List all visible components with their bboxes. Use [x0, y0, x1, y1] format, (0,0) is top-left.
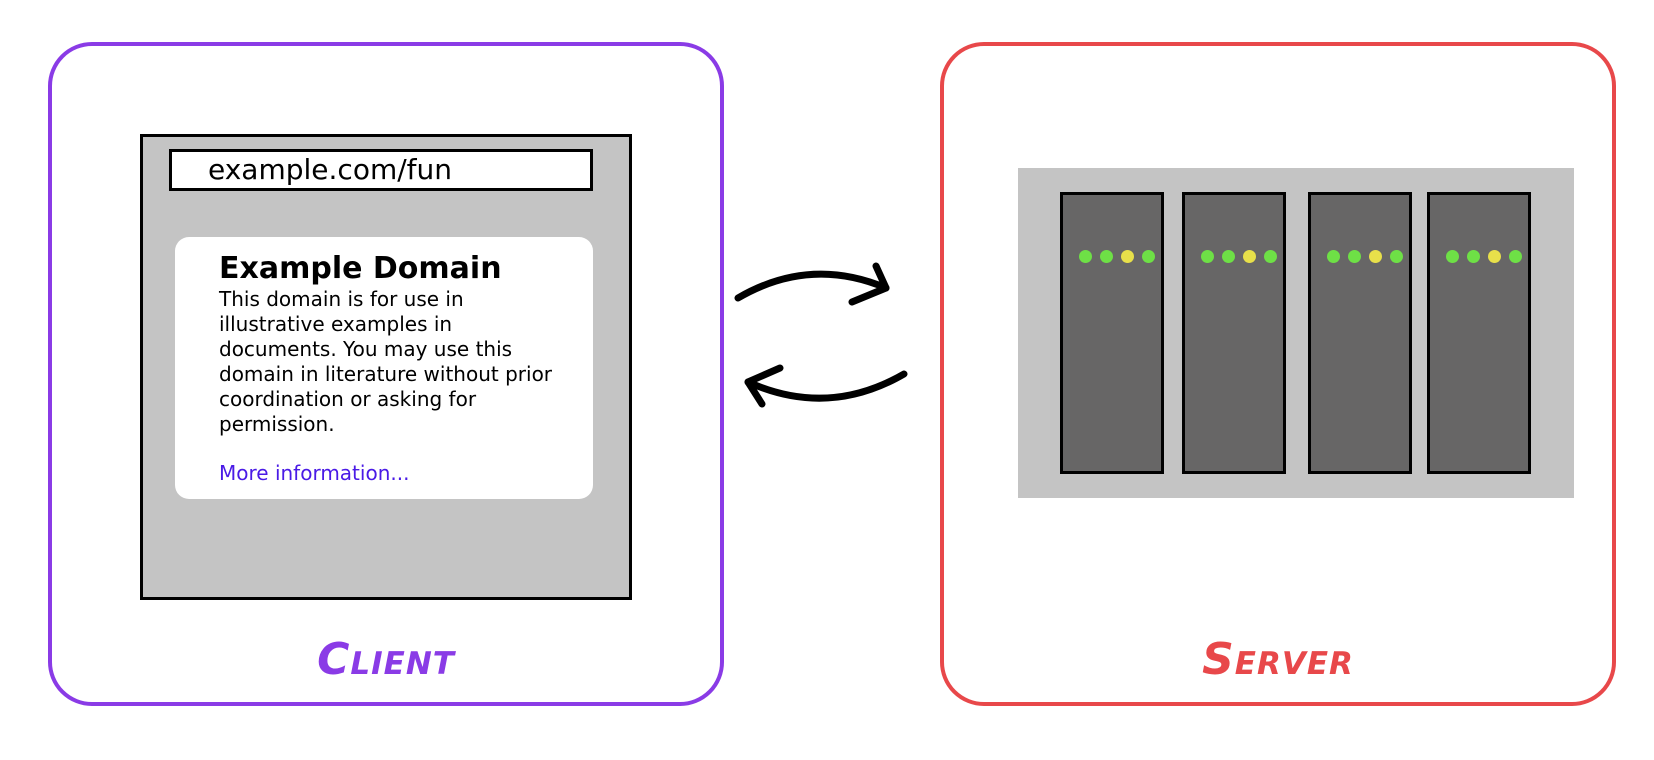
- client-label: Client: [317, 634, 455, 685]
- green-status-light-icon: [1201, 250, 1214, 263]
- server-unit: [1060, 192, 1164, 474]
- more-information-link[interactable]: More information...: [219, 461, 410, 485]
- web-page-card: Example Domain This domain is for use in…: [175, 237, 593, 499]
- client-panel: example.com/fun Example Domain This doma…: [48, 42, 724, 706]
- server-rack: [1018, 168, 1574, 498]
- request-arrow-icon: [734, 262, 890, 306]
- green-status-light-icon: [1390, 250, 1403, 263]
- server-unit: [1308, 192, 1412, 474]
- green-status-light-icon: [1264, 250, 1277, 263]
- browser-window: example.com/fun Example Domain This doma…: [140, 134, 632, 600]
- yellow-status-light-icon: [1243, 250, 1256, 263]
- green-status-light-icon: [1142, 250, 1155, 263]
- page-body-text: This domain is for use in illustrative e…: [219, 287, 553, 436]
- green-status-light-icon: [1348, 250, 1361, 263]
- server-label: Server: [1202, 634, 1354, 685]
- server-unit: [1427, 192, 1531, 474]
- yellow-status-light-icon: [1488, 250, 1501, 263]
- response-arrow-icon: [744, 364, 908, 408]
- yellow-status-light-icon: [1369, 250, 1382, 263]
- address-bar[interactable]: example.com/fun: [169, 149, 593, 191]
- green-status-light-icon: [1222, 250, 1235, 263]
- green-status-light-icon: [1079, 250, 1092, 263]
- request-response-arrows: [734, 262, 908, 408]
- server-panel: Server: [940, 42, 1616, 706]
- green-status-light-icon: [1467, 250, 1480, 263]
- page-heading: Example Domain: [219, 251, 502, 286]
- green-status-light-icon: [1446, 250, 1459, 263]
- green-status-light-icon: [1509, 250, 1522, 263]
- yellow-status-light-icon: [1121, 250, 1134, 263]
- server-unit: [1182, 192, 1286, 474]
- green-status-light-icon: [1100, 250, 1113, 263]
- green-status-light-icon: [1327, 250, 1340, 263]
